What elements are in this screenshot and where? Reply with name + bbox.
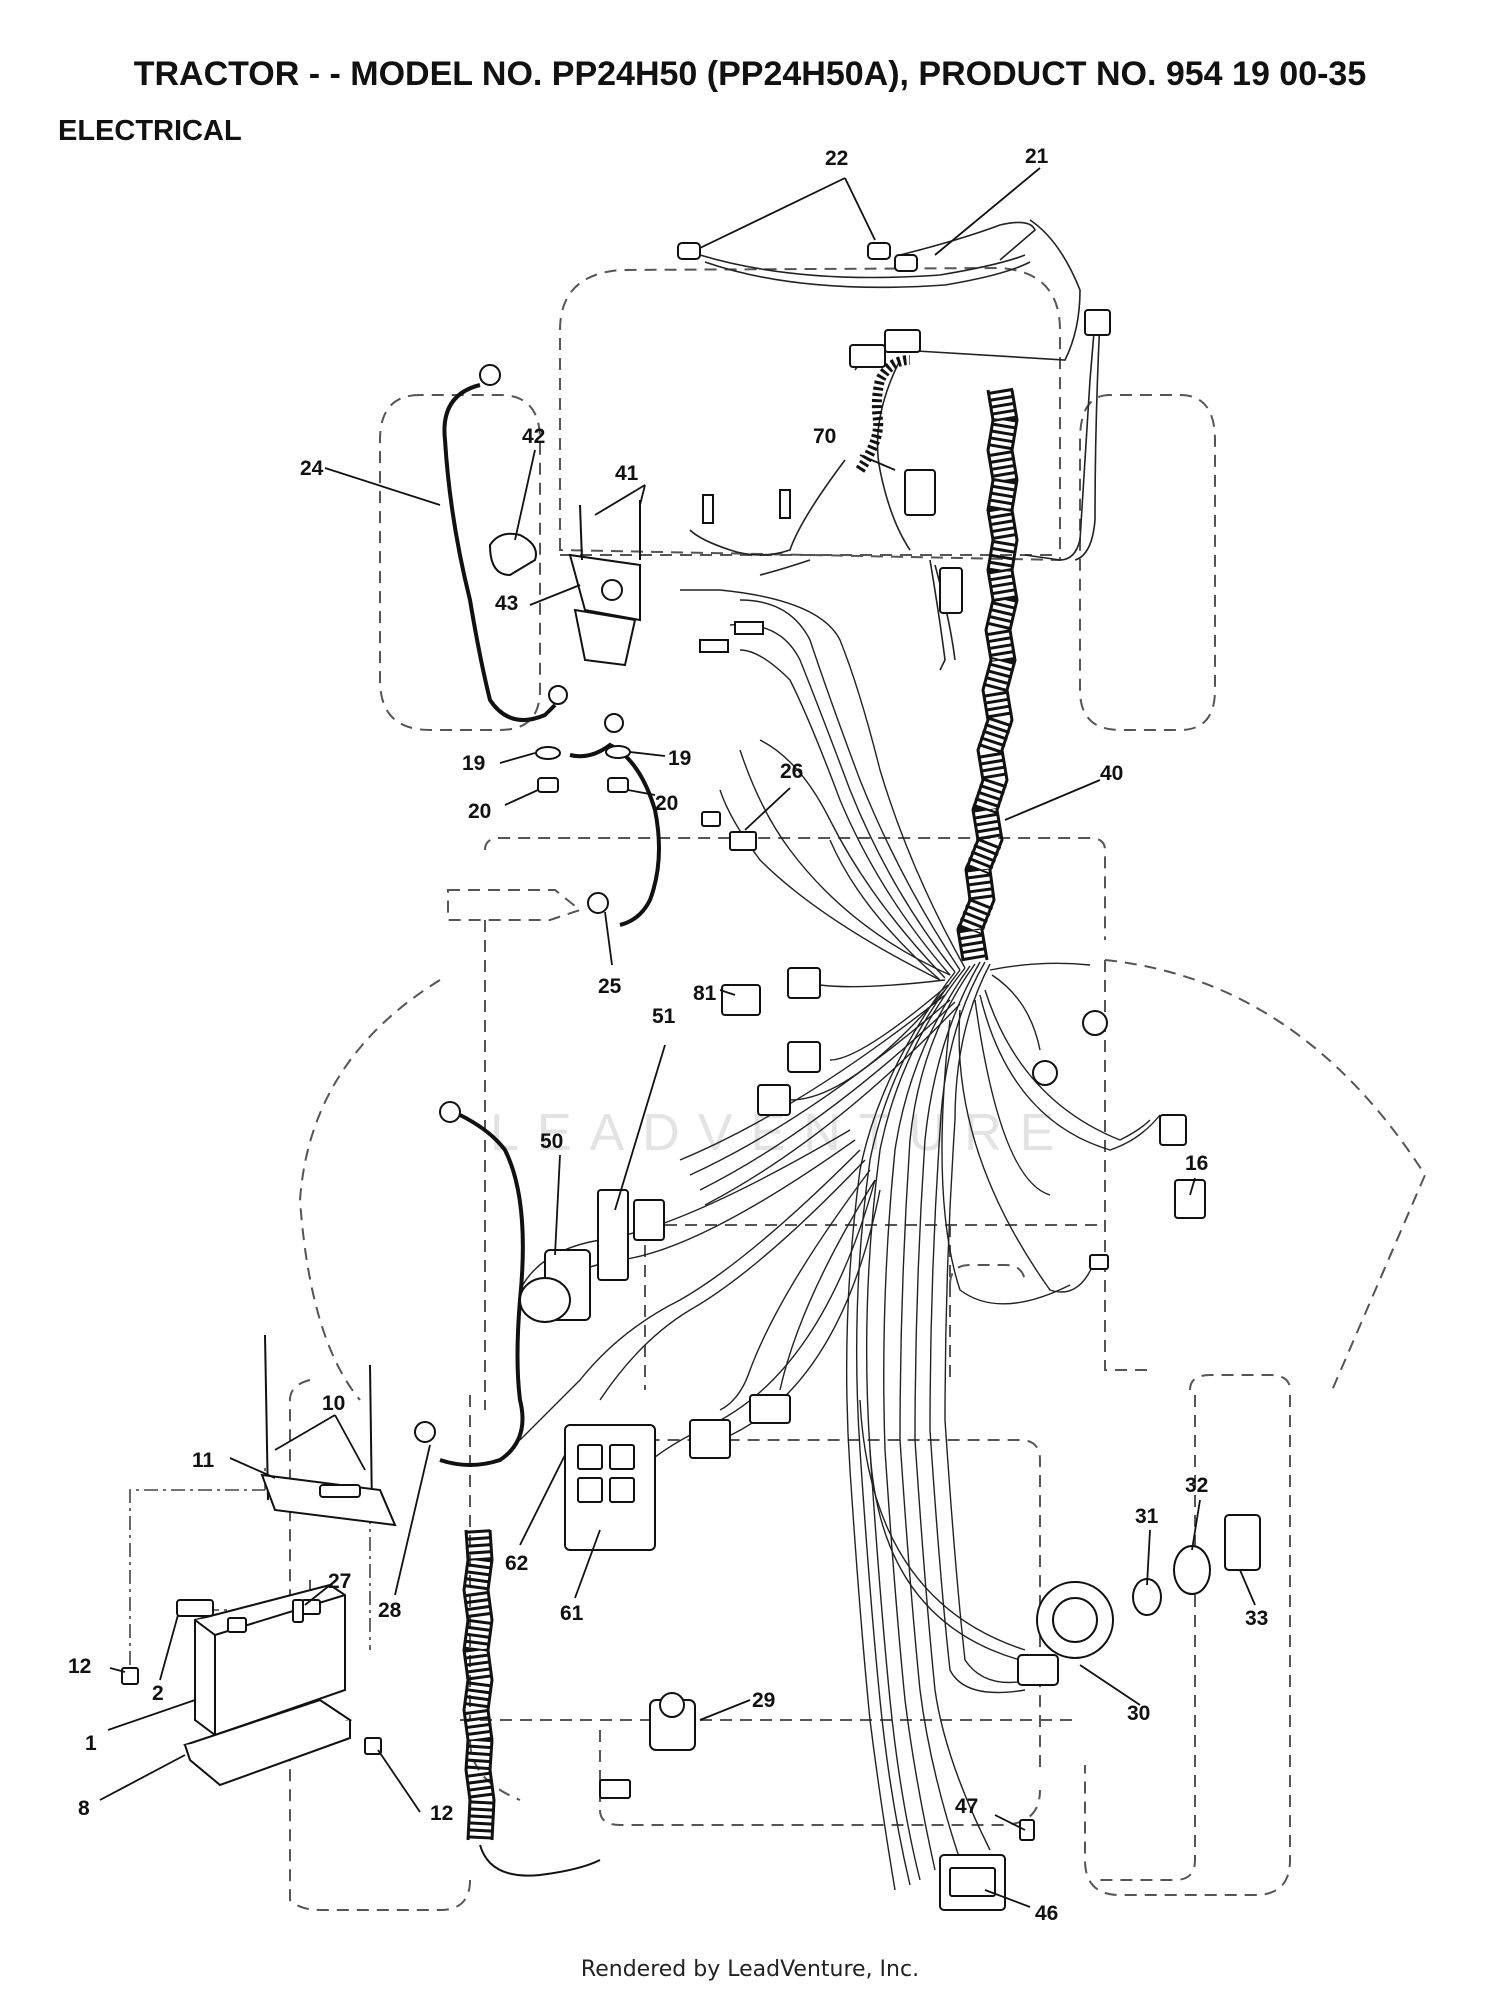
callout-19-right: 19	[668, 747, 691, 770]
callout-10: 10	[322, 1392, 345, 1415]
callout-16: 16	[1185, 1152, 1208, 1175]
callout-25: 25	[598, 975, 622, 998]
callout-50: 50	[540, 1130, 563, 1153]
callout-41: 41	[615, 462, 639, 485]
section-title: ELECTRICAL	[58, 115, 242, 147]
coil-70	[855, 355, 911, 473]
callout-47: 47	[955, 1795, 978, 1818]
callout-33: 33	[1245, 1607, 1268, 1630]
footer-credit: Rendered by LeadVenture, Inc.	[580, 1957, 920, 1982]
callout-43: 43	[495, 592, 518, 615]
leader-lines	[99, 167, 1256, 1908]
conduit-40	[956, 387, 1019, 963]
callout-labels: 22 21 24 42 41 43 70 40 19 19 20 20 26 2…	[68, 145, 1268, 1925]
callout-19-left: 19	[462, 752, 485, 775]
page-title: TRACTOR - - MODEL NO. PP24H50 (PP24H50A)…	[133, 55, 1367, 93]
callout-12-left: 12	[68, 1655, 91, 1678]
callout-51: 51	[652, 1005, 676, 1028]
callout-31: 31	[1135, 1505, 1159, 1528]
callout-8: 8	[78, 1797, 90, 1820]
callout-26: 26	[780, 760, 803, 783]
callout-11: 11	[192, 1449, 215, 1472]
callout-2: 2	[152, 1682, 164, 1705]
callout-62: 62	[505, 1552, 528, 1575]
callout-30: 30	[1127, 1702, 1150, 1725]
callout-81: 81	[693, 982, 717, 1005]
callout-12-right: 12	[430, 1802, 453, 1825]
components	[121, 242, 1261, 1911]
callout-70: 70	[813, 425, 836, 448]
cables	[439, 383, 661, 1467]
callout-28: 28	[378, 1599, 402, 1622]
callout-22: 22	[825, 147, 848, 170]
callout-32: 32	[1185, 1474, 1208, 1497]
callout-20-right: 20	[655, 792, 678, 815]
callout-1: 1	[85, 1732, 97, 1755]
lead-wires	[599, 219, 1101, 1521]
tractor-outline	[289, 266, 1427, 1911]
callout-46: 46	[1035, 1902, 1058, 1925]
callout-29: 29	[752, 1689, 775, 1712]
callout-27: 27	[328, 1570, 351, 1593]
wiring-harness	[519, 589, 1161, 1891]
callout-40: 40	[1100, 762, 1123, 785]
callout-42: 42	[522, 425, 545, 448]
callout-24: 24	[300, 457, 324, 480]
callout-21: 21	[1025, 145, 1049, 168]
conduit-lower	[462, 1529, 601, 1877]
callout-61: 61	[560, 1602, 584, 1625]
callout-20-left: 20	[468, 800, 491, 823]
